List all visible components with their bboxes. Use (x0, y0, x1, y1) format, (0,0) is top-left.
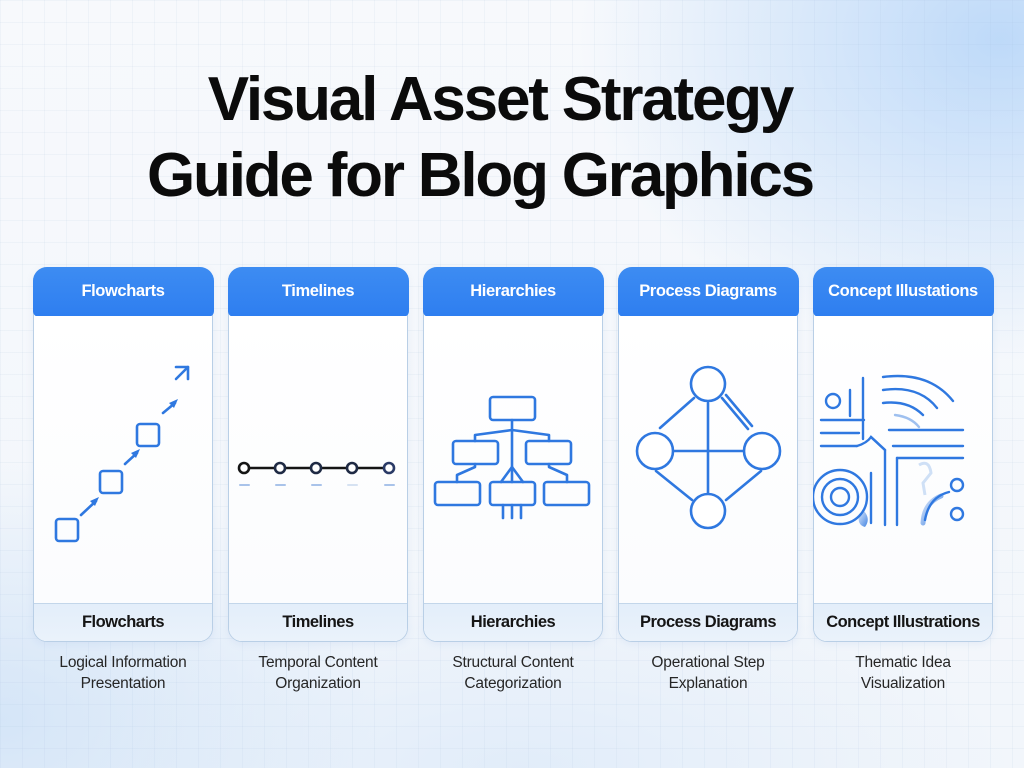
concept-abstract-icon (813, 315, 993, 605)
card-footer-label: Hierarchies (424, 603, 602, 641)
card-illustration (229, 316, 407, 603)
card-hierarchies: Hierarchies (422, 266, 604, 692)
card-illustration (619, 316, 797, 603)
process-network-icon (618, 315, 798, 605)
card-footer-label: Concept Illustrations (814, 603, 992, 641)
card-row: Flowcharts (32, 266, 994, 692)
card-header: Process Diagrams (617, 266, 799, 317)
card-footer-label: Flowcharts (34, 603, 212, 641)
card-header: Timelines (227, 266, 409, 317)
card-header: Concept Illustations (812, 266, 994, 317)
card-footer-label: Timelines (229, 603, 407, 641)
timeline-icon (228, 315, 408, 605)
card-illustration (34, 316, 212, 603)
card-illustration (813, 315, 993, 605)
title-line-1: Visual Asset Strategy (207, 65, 795, 134)
title-line-2: Guide for Blog Graphics (147, 141, 815, 210)
card-flowcharts: Flowcharts (32, 266, 214, 692)
card-timelines: Timelines (227, 266, 409, 692)
card-description: Operational Step Explanation (651, 654, 765, 692)
card-header: Flowcharts (32, 266, 214, 317)
card-description: Temporal Content Organization (258, 654, 378, 692)
card-description: Logical Information Presentation (59, 654, 187, 692)
card-concept-illustrations: Concept Illustations (812, 266, 994, 692)
card-illustration (424, 316, 602, 603)
card-header: Hierarchies (422, 266, 604, 317)
page-title: Visual Asset Strategy Guide for Blog Gra… (0, 62, 960, 214)
card-footer-label: Process Diagrams (619, 603, 797, 641)
hierarchy-tree-icon (423, 315, 603, 605)
flowchart-steps-icon (33, 315, 213, 605)
card-description: Structural Content Categorization (452, 654, 574, 692)
card-description: Thematic Idea Visualization (855, 654, 951, 692)
card-process-diagrams: Process Diagrams (617, 266, 799, 692)
